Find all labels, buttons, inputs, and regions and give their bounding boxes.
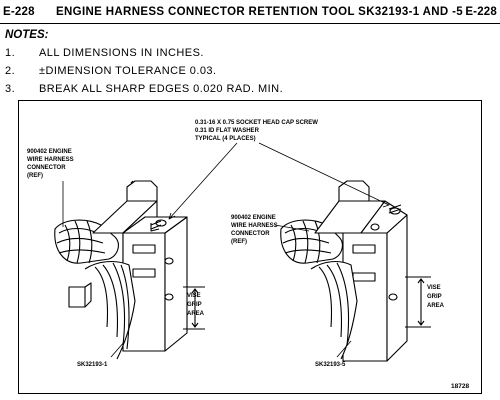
right-vise-line3: AREA — [427, 303, 445, 309]
note-item: 1. ALL DIMENSIONS IN INCHES. — [5, 47, 204, 59]
note-text: ±DIMENSION TOLERANCE 0.03. — [39, 65, 217, 77]
callout-right-vise: VISE GRIP AREA — [427, 285, 445, 309]
left-tool-illustration — [54, 180, 205, 360]
left-connector-line3: CONNECTOR — [27, 165, 66, 171]
header-code-left: E-228 — [3, 6, 35, 18]
right-part-number: SK32193-5 — [315, 362, 346, 368]
header-code-right: E-228 — [465, 6, 497, 18]
right-vise-line1: VISE — [427, 285, 441, 291]
note-text: ALL DIMENSIONS IN INCHES. — [39, 47, 204, 59]
technical-drawing: 0.31-16 X 0.75 SOCKET HEAD CAP SCREW 0.3… — [18, 100, 482, 394]
callout-screw-line2: 0.31 ID FLAT WASHER — [195, 128, 260, 134]
note-item: 3. BREAK ALL SHARP EDGES 0.020 RAD. MIN. — [5, 83, 283, 95]
callout-left-connector: 900402 ENGINE WIRE HARNESS CONNECTOR (RE… — [27, 149, 74, 179]
note-number: 2. — [5, 65, 16, 77]
note-number: 1. — [5, 47, 16, 59]
callout-right-connector: 900402 ENGINE WIRE HARNESS CONNECTOR (RE… — [231, 215, 278, 245]
callout-left-vise: VISE GRIP AREA — [187, 293, 205, 317]
note-item: 2. ±DIMENSION TOLERANCE 0.03. — [5, 65, 217, 77]
callout-screw: 0.31-16 X 0.75 SOCKET HEAD CAP SCREW 0.3… — [195, 120, 318, 142]
header-title: ENGINE HARNESS CONNECTOR RETENTION TOOL … — [56, 6, 464, 18]
right-connector-line2: WIRE HARNESS — [231, 223, 278, 229]
page-header: E-228 ENGINE HARNESS CONNECTOR RETENTION… — [0, 2, 500, 24]
left-connector-line1: 900402 ENGINE — [27, 149, 72, 155]
right-vise-line2: GRIP — [427, 294, 442, 300]
leader-lines — [62, 142, 390, 358]
left-vise-line1: VISE — [187, 293, 201, 299]
figure-number: 18728 — [451, 383, 469, 390]
right-connector-line3: CONNECTOR — [231, 231, 270, 237]
left-part-number: SK32193-1 — [77, 362, 108, 368]
left-connector-line4: (REF) — [27, 173, 43, 179]
right-tool-illustration — [280, 180, 431, 362]
callout-screw-line3: TYPICAL (4 PLACES) — [195, 136, 256, 142]
left-vise-line2: GRIP — [187, 302, 202, 308]
notes-heading: NOTES: — [5, 29, 49, 41]
left-vise-line3: AREA — [187, 311, 205, 317]
note-text: BREAK ALL SHARP EDGES 0.020 RAD. MIN. — [39, 83, 284, 95]
header-rule — [0, 23, 500, 24]
right-connector-line1: 900402 ENGINE — [231, 215, 276, 221]
right-connector-line4: (REF) — [231, 239, 247, 245]
note-number: 3. — [5, 83, 16, 95]
drawing-canvas: 0.31-16 X 0.75 SOCKET HEAD CAP SCREW 0.3… — [27, 120, 469, 390]
left-connector-line2: WIRE HARNESS — [27, 157, 74, 163]
callout-screw-line1: 0.31-16 X 0.75 SOCKET HEAD CAP SCREW — [195, 120, 318, 126]
